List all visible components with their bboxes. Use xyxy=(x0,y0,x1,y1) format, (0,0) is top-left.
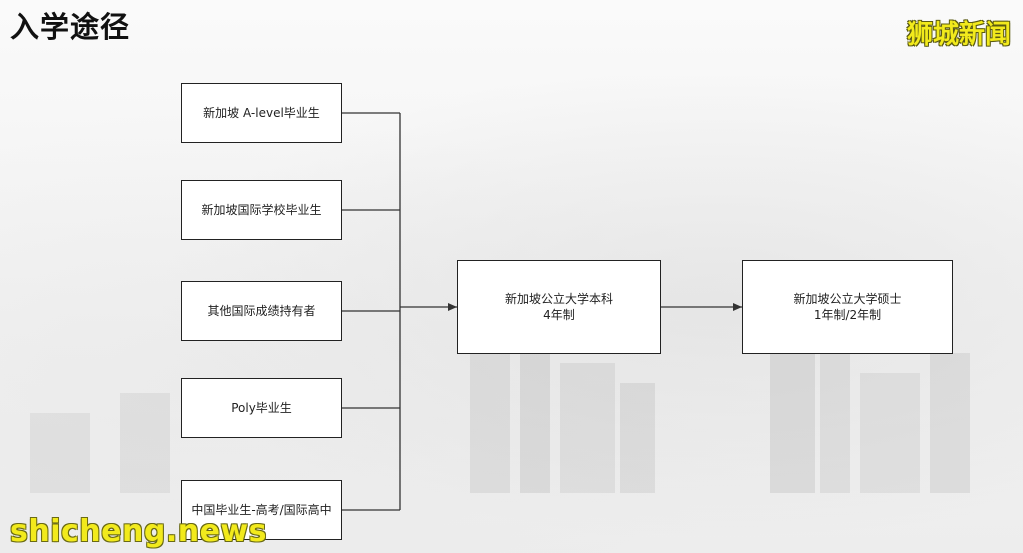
source-node-china: 中国毕业生-高考/国际高中 xyxy=(181,480,342,540)
page-title: 入学途径 xyxy=(10,10,131,44)
master-duration: 1年制/2年制 xyxy=(813,308,882,322)
city-skyline-background xyxy=(30,293,970,493)
node-label: 新加坡国际学校毕业生 xyxy=(201,203,322,217)
brand-logo-text: 狮城新闻 xyxy=(906,20,1011,50)
node-label: 新加坡 A-level毕业生 xyxy=(203,106,320,120)
source-node-poly: Poly毕业生 xyxy=(181,378,342,438)
source-node-a-level: 新加坡 A-level毕业生 xyxy=(181,83,342,143)
source-node-intl-school: 新加坡国际学校毕业生 xyxy=(181,180,342,240)
master-node: 新加坡公立大学硕士 1年制/2年制 xyxy=(742,260,953,354)
node-label: 中国毕业生-高考/国际高中 xyxy=(191,503,332,517)
master-label: 新加坡公立大学硕士 xyxy=(793,292,902,306)
node-label: Poly毕业生 xyxy=(231,401,292,415)
undergrad-label: 新加坡公立大学本科 xyxy=(504,292,613,306)
undergrad-node: 新加坡公立大学本科 4年制 xyxy=(457,260,661,354)
source-node-other-intl: 其他国际成绩持有者 xyxy=(181,281,342,341)
watermark-text: shicheng.news xyxy=(10,514,267,549)
undergrad-duration: 4年制 xyxy=(543,308,575,322)
node-label: 其他国际成绩持有者 xyxy=(207,304,316,318)
